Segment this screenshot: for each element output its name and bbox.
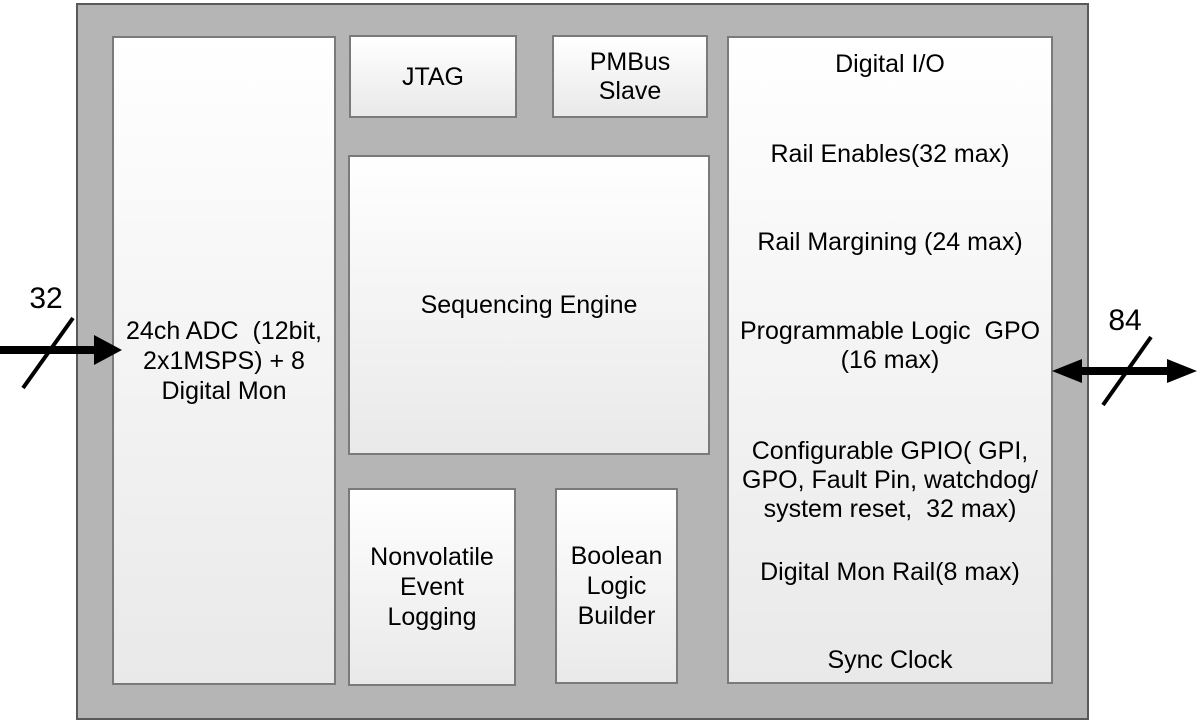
block-adc-label: 24ch ADC (12bit, 2x1MSPS) + 8 Digital Mo…	[126, 316, 322, 405]
output-bus-width-label: 84	[1108, 304, 1142, 337]
digital-io-item-sync-clock: Sync Clock	[827, 646, 953, 674]
block-nonvolatile-event-logging: Nonvolatile Event Logging	[348, 488, 516, 686]
digital-io-item-rail-enables: Rail Enables(32 max)	[770, 140, 1010, 168]
digital-io-item-configurable-gpio: Configurable GPIO( GPI, GPO, Fault Pin, …	[742, 437, 1038, 523]
digital-io-item-rail-margining: Rail Margining (24 max)	[757, 228, 1023, 256]
block-pmbus-slave-label: PMBus Slave	[589, 47, 671, 105]
block-sequencing-engine: Sequencing Engine	[348, 155, 710, 455]
output-bus-arrowhead-right	[1167, 359, 1197, 383]
block-boolean-logic-builder-label: Boolean Logic Builder	[570, 542, 663, 630]
input-bus-width-label: 32	[29, 282, 63, 315]
block-jtag-label: JTAG	[401, 62, 465, 91]
output-bus-width-slash	[1101, 335, 1153, 407]
block-digital-io: Digital I/O Rail Enables(32 max) Rail Ma…	[727, 36, 1053, 684]
output-bus-shaft	[1076, 367, 1174, 375]
block-nonvolatile-event-logging-label: Nonvolatile Event Logging	[370, 543, 494, 631]
block-pmbus-slave: PMBus Slave	[552, 35, 708, 118]
block-jtag: JTAG	[349, 35, 517, 118]
block-boolean-logic-builder: Boolean Logic Builder	[555, 488, 678, 684]
digital-io-item-digital-mon-rail: Digital Mon Rail(8 max)	[760, 558, 1020, 586]
digital-io-title: Digital I/O	[835, 50, 945, 78]
block-sequencing-engine-label: Sequencing Engine	[420, 291, 638, 319]
digital-io-item-programmable-logic-gpo: Programmable Logic GPO (16 max)	[739, 317, 1041, 374]
input-bus-width-slash	[21, 316, 75, 390]
block-adc: 24ch ADC (12bit, 2x1MSPS) + 8 Digital Mo…	[112, 36, 336, 685]
